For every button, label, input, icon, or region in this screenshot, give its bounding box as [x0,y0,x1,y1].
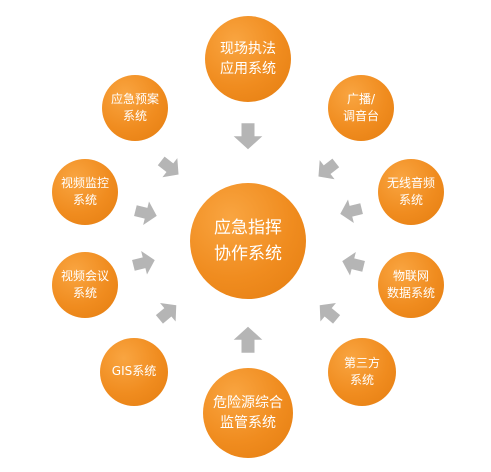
arrow-lower-right [339,249,367,279]
node-wireless-audio: 无线音频 系统 [378,159,444,225]
node-iot-data: 物联网 数据系统 [378,252,444,318]
arrow-bottom-right [311,295,345,329]
node-third-party: 第三方 系统 [328,338,396,406]
node-video-conference: 视频会议 系统 [52,252,118,318]
arrow-mid-left [132,198,160,228]
node-gis: GIS系统 [100,338,168,406]
center-node-label: 应急指挥 协作系统 [214,217,282,264]
node-field-enforcement: 现场执法 应用系统 [205,16,291,102]
node-emergency-plan: 应急预案 系统 [102,75,168,141]
arrow-bottom [233,326,263,353]
arrow-top [233,123,263,150]
arrow-lower-left [130,248,158,278]
arrow-upper-right [311,153,344,186]
center-node: 应急指挥 协作系统 [190,183,306,299]
node-video-surveillance: 视频监控 系统 [52,159,118,225]
arrow-upper-left [153,151,186,184]
node-hazard-supervision: 危险源综合 监管系统 [203,368,293,458]
arrow-bottom-left [151,295,185,329]
arrow-mid-right [337,196,365,226]
node-broadcast-console: 广播/ 调音台 [328,75,394,141]
